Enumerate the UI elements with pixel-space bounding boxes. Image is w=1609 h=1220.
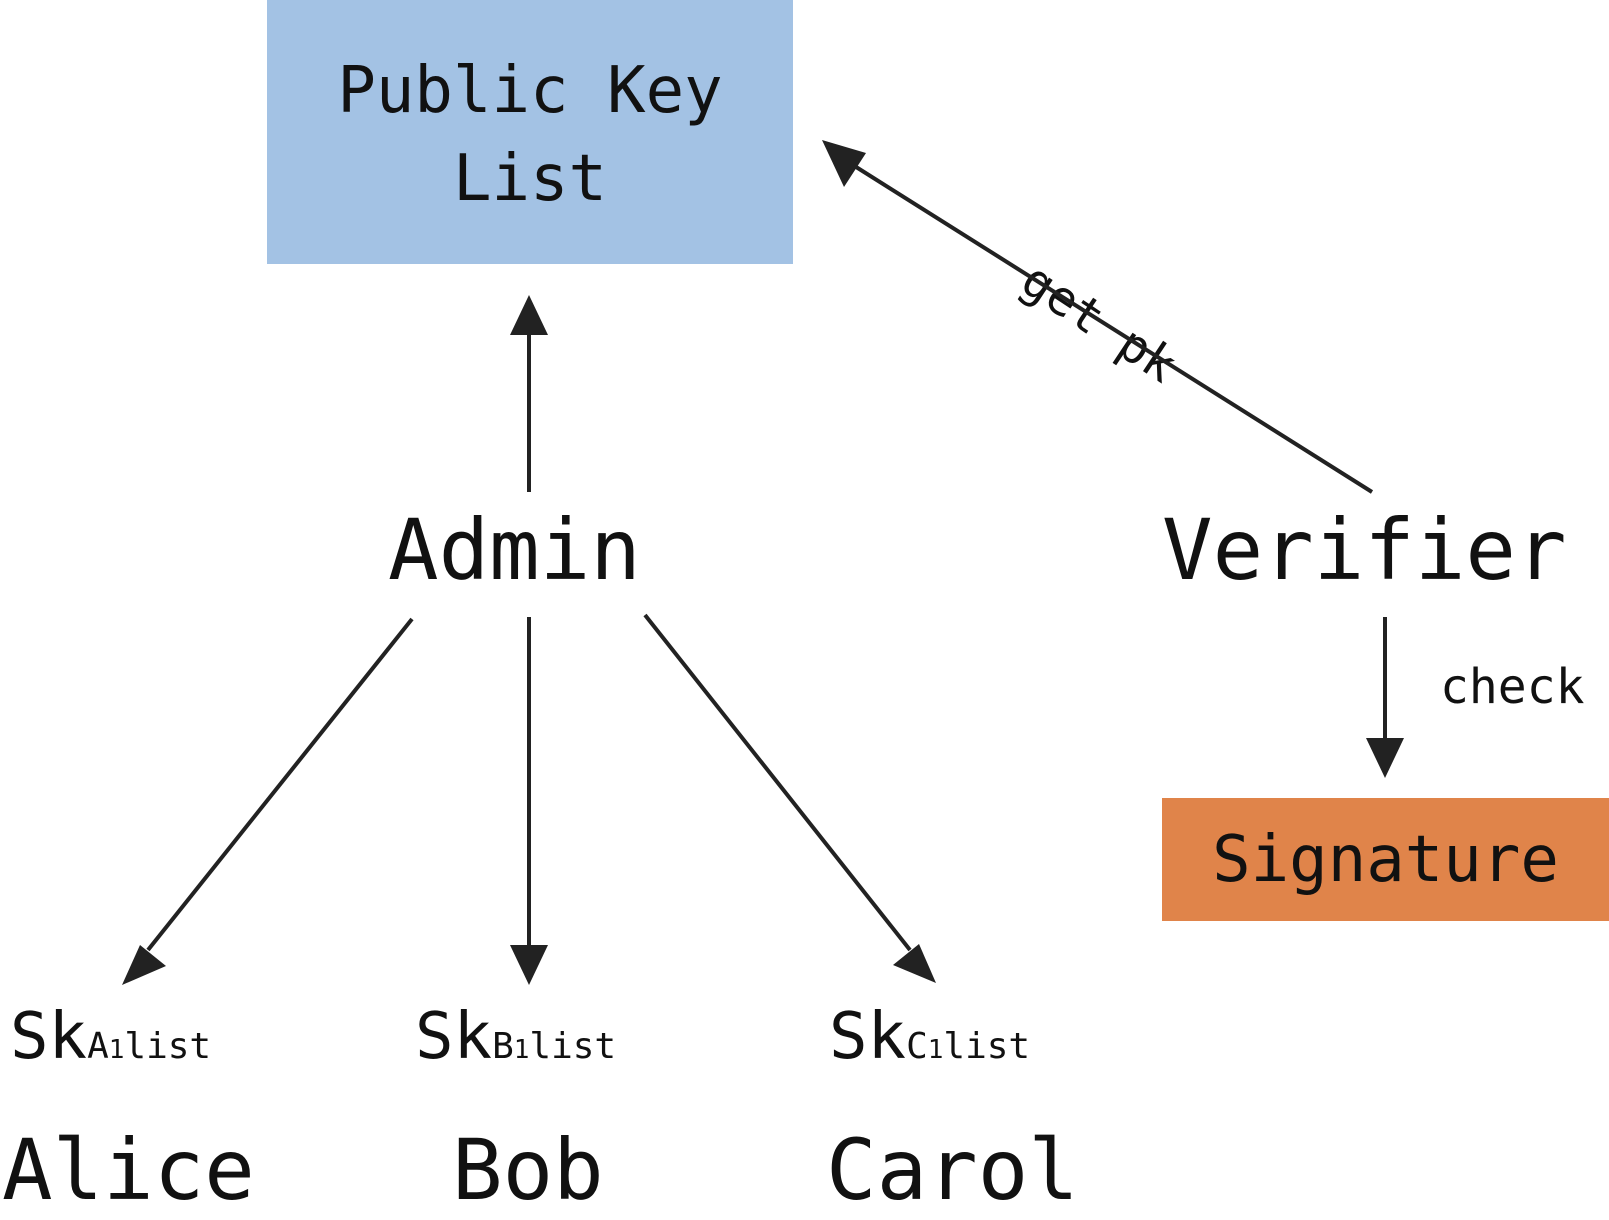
arrowhead-bob	[510, 945, 548, 985]
admin-to-carol-edge	[643, 613, 912, 952]
bob-node: Bob	[452, 1121, 604, 1219]
carol-key-prefix: Sk	[829, 1000, 907, 1074]
carol-node: Carol	[826, 1121, 1079, 1219]
bob-key-sub-digit: 1	[513, 1035, 530, 1065]
bob-key-prefix: Sk	[415, 1000, 493, 1074]
carol-key-sub-digit: 1	[927, 1035, 944, 1065]
public-key-list-label-line1: Public Key	[337, 54, 723, 128]
alice-key-sub-digit: 1	[108, 1035, 125, 1065]
arrowhead-public-key-list-from-verifier	[822, 140, 866, 187]
arrowhead-carol	[893, 944, 936, 983]
signature-box: Signature	[1162, 798, 1609, 921]
alice-key-prefix: Sk	[10, 1000, 88, 1074]
check-edge-label: check	[1440, 659, 1585, 715]
arrowhead-public-key-list-from-admin	[510, 295, 548, 335]
bob-secret-key-label: SkB1list	[415, 1005, 616, 1069]
alice-key-suffix: list	[124, 1026, 212, 1067]
carol-secret-key-label: SkC1list	[829, 1005, 1030, 1069]
verifier-to-public-key-list-edge	[843, 158, 1374, 494]
arrowhead-signature	[1366, 738, 1404, 778]
alice-node: Alice	[2, 1121, 255, 1219]
alice-secret-key-label: SkA1list	[10, 1005, 211, 1069]
public-key-list-box: Public Key List	[267, 0, 793, 264]
bob-key-suffix: list	[529, 1026, 617, 1067]
carol-key-suffix: list	[943, 1026, 1031, 1067]
alice-key-sub-letter: A	[87, 1026, 109, 1067]
admin-to-alice-edge	[146, 617, 414, 952]
signature-label: Signature	[1212, 822, 1559, 897]
arrowhead-alice	[122, 945, 166, 985]
carol-key-sub-letter: C	[906, 1026, 928, 1067]
public-key-list-label-line2: List	[452, 142, 608, 216]
bob-key-sub-letter: B	[492, 1026, 514, 1067]
verifier-node: Verifier	[1162, 501, 1567, 599]
admin-node: Admin	[388, 501, 641, 599]
